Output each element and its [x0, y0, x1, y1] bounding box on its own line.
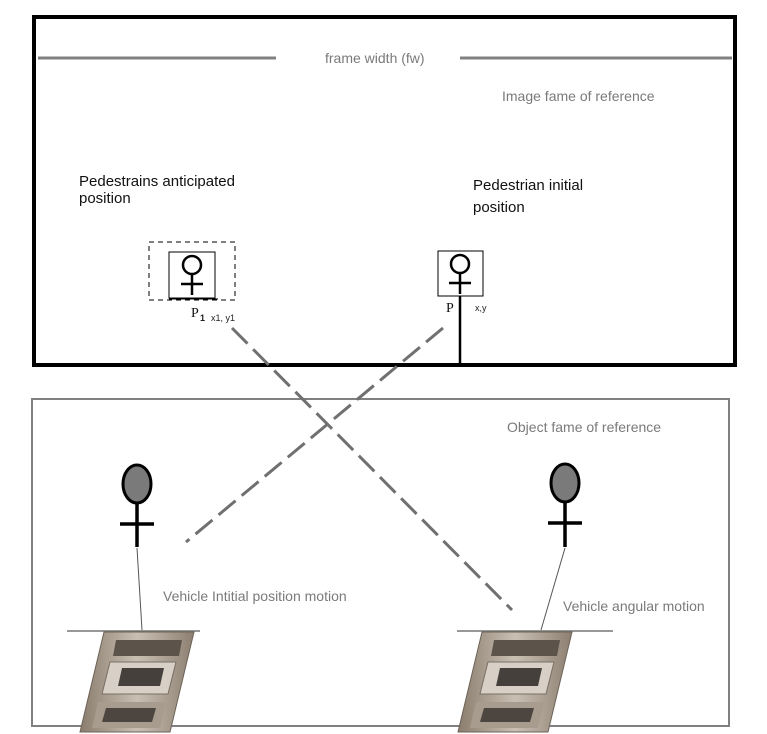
right-vehicle-motion-label: Vehicle angular motion [563, 598, 705, 614]
p1-index: 1 [200, 313, 205, 323]
pedestrian-icon [548, 462, 582, 547]
object-frame-label: Object fame of reference [507, 419, 661, 435]
projection-line-initial [185, 326, 444, 544]
p1-symbol: P [191, 306, 199, 321]
left-vehicle-motion-label: Vehicle Intitial position motion [163, 588, 347, 604]
projection-line-anticipated [230, 326, 514, 612]
initial-position-label-line2: position [473, 199, 525, 216]
left-vehicle-sightline [136, 547, 143, 631]
p1-coords: x1, y1 [211, 313, 235, 323]
car-icon [79, 631, 195, 733]
image-frame-label: Image fame of reference [502, 88, 655, 104]
p-coords: x,y [475, 303, 487, 313]
pedestrian-icon [168, 251, 216, 299]
image-frame-border [32, 15, 737, 367]
frame-width-label: frame width (fw) [325, 50, 425, 66]
object-frame-border [31, 398, 730, 727]
pedestrian-icon [120, 463, 154, 547]
anticipated-position-label-line2: position [79, 190, 131, 207]
car-icon [457, 631, 573, 733]
initial-position-label-line1: Pedestrian initial [473, 177, 583, 194]
pedestrian-icon [437, 250, 484, 297]
p-symbol: P [446, 301, 454, 316]
right-vehicle-sightline [540, 547, 566, 631]
anticipated-position-label-line1: Pedestrains anticipated [79, 173, 235, 190]
